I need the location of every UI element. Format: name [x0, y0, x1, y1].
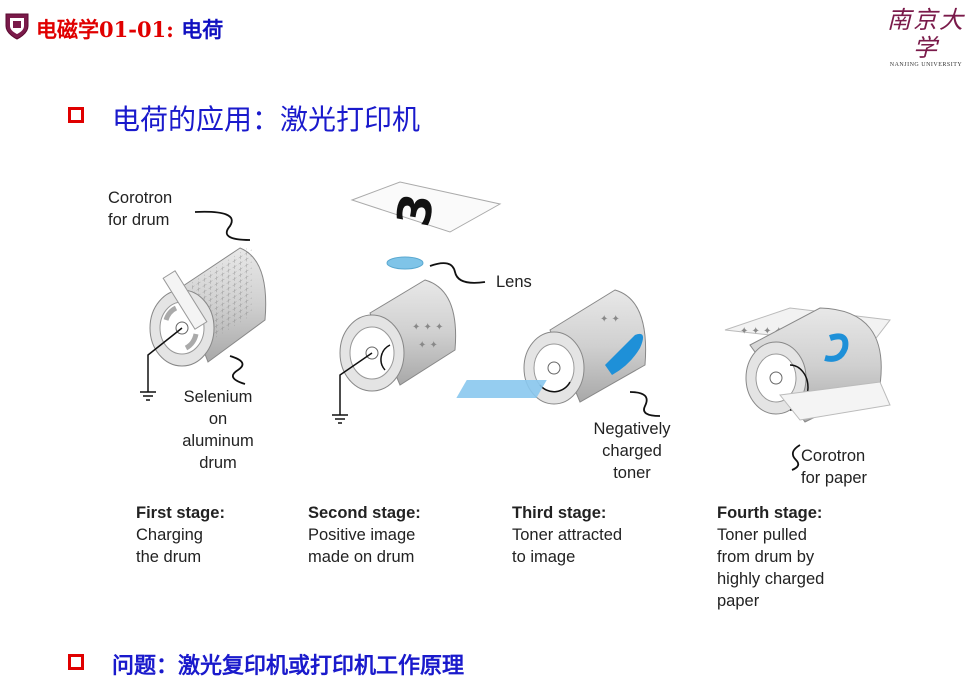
toner-particles [456, 380, 547, 398]
stage-fourth-desc: Toner pulled from drum by highly charged… [717, 526, 825, 610]
stage-second-title: Second stage: [308, 504, 421, 522]
label-toner: Negatively charged toner [578, 418, 686, 484]
stage-first-title: First stage: [136, 504, 225, 522]
page-title: 电磁学01-01: 电荷 [36, 14, 223, 44]
university-name-cn: 南京大学 [887, 6, 965, 62]
stage-fourth-title: Fourth stage: [717, 504, 823, 522]
original-image-card: 3 [350, 181, 502, 233]
question-heading: 问题：激光复印机或打印机工作原理 [112, 654, 465, 679]
title-topic: 电荷 [181, 17, 224, 42]
diagram-graphics: + 3 [140, 181, 891, 471]
label-corotron-paper-text: Corotron for paper [801, 447, 868, 487]
title-course: 电磁学01-01: [36, 17, 182, 42]
drum-fourth-stage: ✦ ✦ ✦ ✦ [724, 307, 891, 423]
svg-text:✦ ✦ ✦ ✦: ✦ ✦ ✦ ✦ [740, 326, 783, 337]
university-logo: 南京大学 NANJING UNIVERSITY [880, 6, 972, 68]
drum-first-stage [149, 245, 267, 367]
lead-toner [629, 391, 661, 417]
drum-second-stage: ✦ ✦ ✦ ✦ ✦ [339, 279, 457, 392]
lead-selenium [229, 355, 246, 385]
section-heading: 电荷的应用：激光打印机 [112, 103, 421, 136]
bullet-square-icon [68, 654, 84, 670]
svg-text:✦ ✦: ✦ ✦ [600, 314, 620, 325]
stage-fourth: Fourth stage: Toner pulled from drum by … [717, 502, 824, 612]
label-selenium: Selenium on aluminum drum [168, 386, 268, 474]
label-corotron-drum: Corotron for drum [108, 187, 172, 231]
label-toner-text: Negatively charged toner [593, 420, 671, 482]
header: 电磁学01-01: 电荷 南京大学 NANJING UNIVERSITY [0, 0, 980, 68]
toner-on-drum [605, 333, 644, 375]
label-corotron-drum-text: Corotron for drum [108, 189, 173, 229]
label-selenium-text: Selenium on aluminum drum [182, 388, 254, 472]
label-corotron-paper: Corotron for paper [801, 445, 867, 489]
university-badge-icon [5, 13, 29, 40]
laser-printer-diagram: + 3 [100, 170, 900, 630]
lead-corotron-drum [194, 210, 251, 241]
stage-third-title: Third stage: [512, 504, 607, 522]
ground-symbol-icon [140, 391, 156, 401]
ground-symbol-icon [332, 414, 348, 424]
label-lens: Lens [496, 273, 532, 291]
stage-third: Third stage: Toner attracted to image [512, 502, 622, 568]
stage-first: First stage: Charging the drum [136, 502, 225, 568]
stage-second-desc: Positive image made on drum [308, 526, 416, 566]
svg-text:✦ ✦ ✦: ✦ ✦ ✦ [412, 322, 444, 333]
stage-first-desc: Charging the drum [136, 526, 203, 566]
stage-second: Second stage: Positive image made on dru… [308, 502, 421, 568]
svg-text:✦ ✦: ✦ ✦ [418, 340, 438, 351]
bullet-square-icon [68, 107, 84, 123]
lead-corotron-paper [791, 444, 801, 471]
lens-icon [386, 256, 424, 270]
stage-third-desc: Toner attracted to image [512, 526, 623, 566]
university-name-en: NANJING UNIVERSITY [889, 62, 963, 68]
